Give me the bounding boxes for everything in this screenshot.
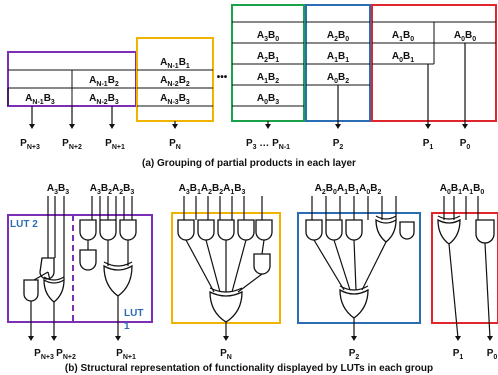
purple-lut-box: LUT 2 LUT 1 <box>7 214 153 332</box>
cell-red-r2c1: A0B1 <box>392 51 414 64</box>
cell-purple-r3c2: AN-2B3 <box>89 93 119 106</box>
top-output-pn2: PN+2 <box>62 138 82 151</box>
green-group: A3B0 A2B1 A1B2 A0B3 <box>231 4 305 122</box>
ellipsis: ••• <box>217 72 228 83</box>
caption-b: (b) Structural representation of functio… <box>65 363 433 374</box>
top-output-p2: P2 <box>333 138 344 151</box>
cell-purple-r3c1: AN-1B3 <box>25 93 55 106</box>
bottom-output-pn1: PN+1 <box>116 348 136 361</box>
cell-orange-r1: AN-1B1 <box>160 57 190 70</box>
cell-green-r4: A0B3 <box>257 93 279 106</box>
lut1-label: LUT <box>124 308 143 319</box>
lut1-gates <box>79 196 137 341</box>
cell-orange-r3: AN-3B3 <box>160 93 190 106</box>
bottom-output-pn: PN <box>220 348 232 361</box>
caption-a: (a) Grouping of partial products in each… <box>142 158 356 169</box>
cell-orange-r2: AN-2B2 <box>160 75 190 88</box>
top-output-p0: P0 <box>460 138 471 151</box>
orange-lut-box <box>171 196 281 341</box>
input-group-n1: A3B2A2B3 <box>90 183 135 196</box>
blue-lut-box <box>297 196 421 341</box>
red-lut-box <box>431 196 498 341</box>
lut2-label: LUT 2 <box>10 219 38 230</box>
orange-group: AN-1B1 AN-2B2 AN-3B3 <box>136 37 214 122</box>
top-output-p1: P1 <box>423 138 434 151</box>
cell-blue-r2: A1B1 <box>327 51 349 64</box>
top-output-pn3: PN+3 <box>20 138 40 151</box>
cell-purple-r2c2: AN-1B2 <box>89 75 119 88</box>
orange-group-border <box>136 37 214 122</box>
bottom-output-p0: P0 <box>487 348 498 361</box>
input-group-p1: A0B1A1B0 <box>440 183 485 196</box>
bottom-output-p1: P1 <box>453 348 464 361</box>
cell-red-r1c2: A0B0 <box>454 30 476 43</box>
purple-lut-border <box>7 214 153 323</box>
blue-group: A2B0 A1B1 A0B2 <box>305 4 371 122</box>
top-output-arrows <box>29 43 468 129</box>
red-group-border <box>371 4 497 122</box>
cell-green-r2: A2B1 <box>257 51 279 64</box>
top-output-pn: PN <box>169 138 181 151</box>
bottom-output-pn3: PN+3 <box>34 348 54 361</box>
purple-group: AN-1B2 AN-1B3 AN-2B3 <box>7 51 137 107</box>
cell-blue-r1: A2B0 <box>327 30 349 43</box>
lut2-gates <box>23 196 65 341</box>
cell-blue-r3: A0B2 <box>327 72 349 85</box>
blue-lut-border <box>297 212 421 324</box>
cell-green-r3: A1B2 <box>257 72 279 85</box>
cell-green-r1: A3B0 <box>257 30 279 43</box>
red-group: A1B0 A0B0 A0B1 <box>371 4 497 122</box>
lut1-number: 1 <box>124 321 130 332</box>
input-group-n: A3B1A2B2A1B3 <box>179 183 246 196</box>
bottom-output-p2: P2 <box>349 348 360 361</box>
input-a3b3: A3B3 <box>47 183 69 196</box>
input-group-p2: A2B0A1B1A0B2 <box>315 183 382 196</box>
cell-red-r1c1: A1B0 <box>392 30 414 43</box>
bottom-output-pn2: PN+2 <box>56 348 76 361</box>
red-lut-border <box>431 212 498 324</box>
top-output-p3-pn1: P3 … PN-1 <box>246 138 290 151</box>
top-output-pn1: PN+1 <box>105 138 125 151</box>
